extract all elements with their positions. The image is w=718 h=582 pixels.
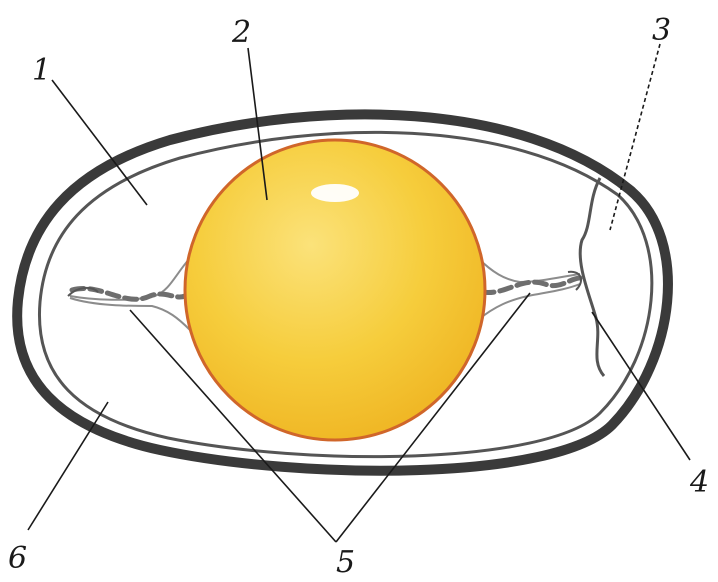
label-2: 2: [231, 15, 251, 50]
label-1: 1: [32, 53, 51, 88]
label-6: 6: [8, 541, 27, 576]
label-5: 5: [336, 545, 355, 580]
yolk-highlight: [311, 184, 359, 202]
label-4: 4: [689, 465, 709, 500]
leader-6: [28, 402, 108, 530]
label-3: 3: [652, 13, 671, 48]
